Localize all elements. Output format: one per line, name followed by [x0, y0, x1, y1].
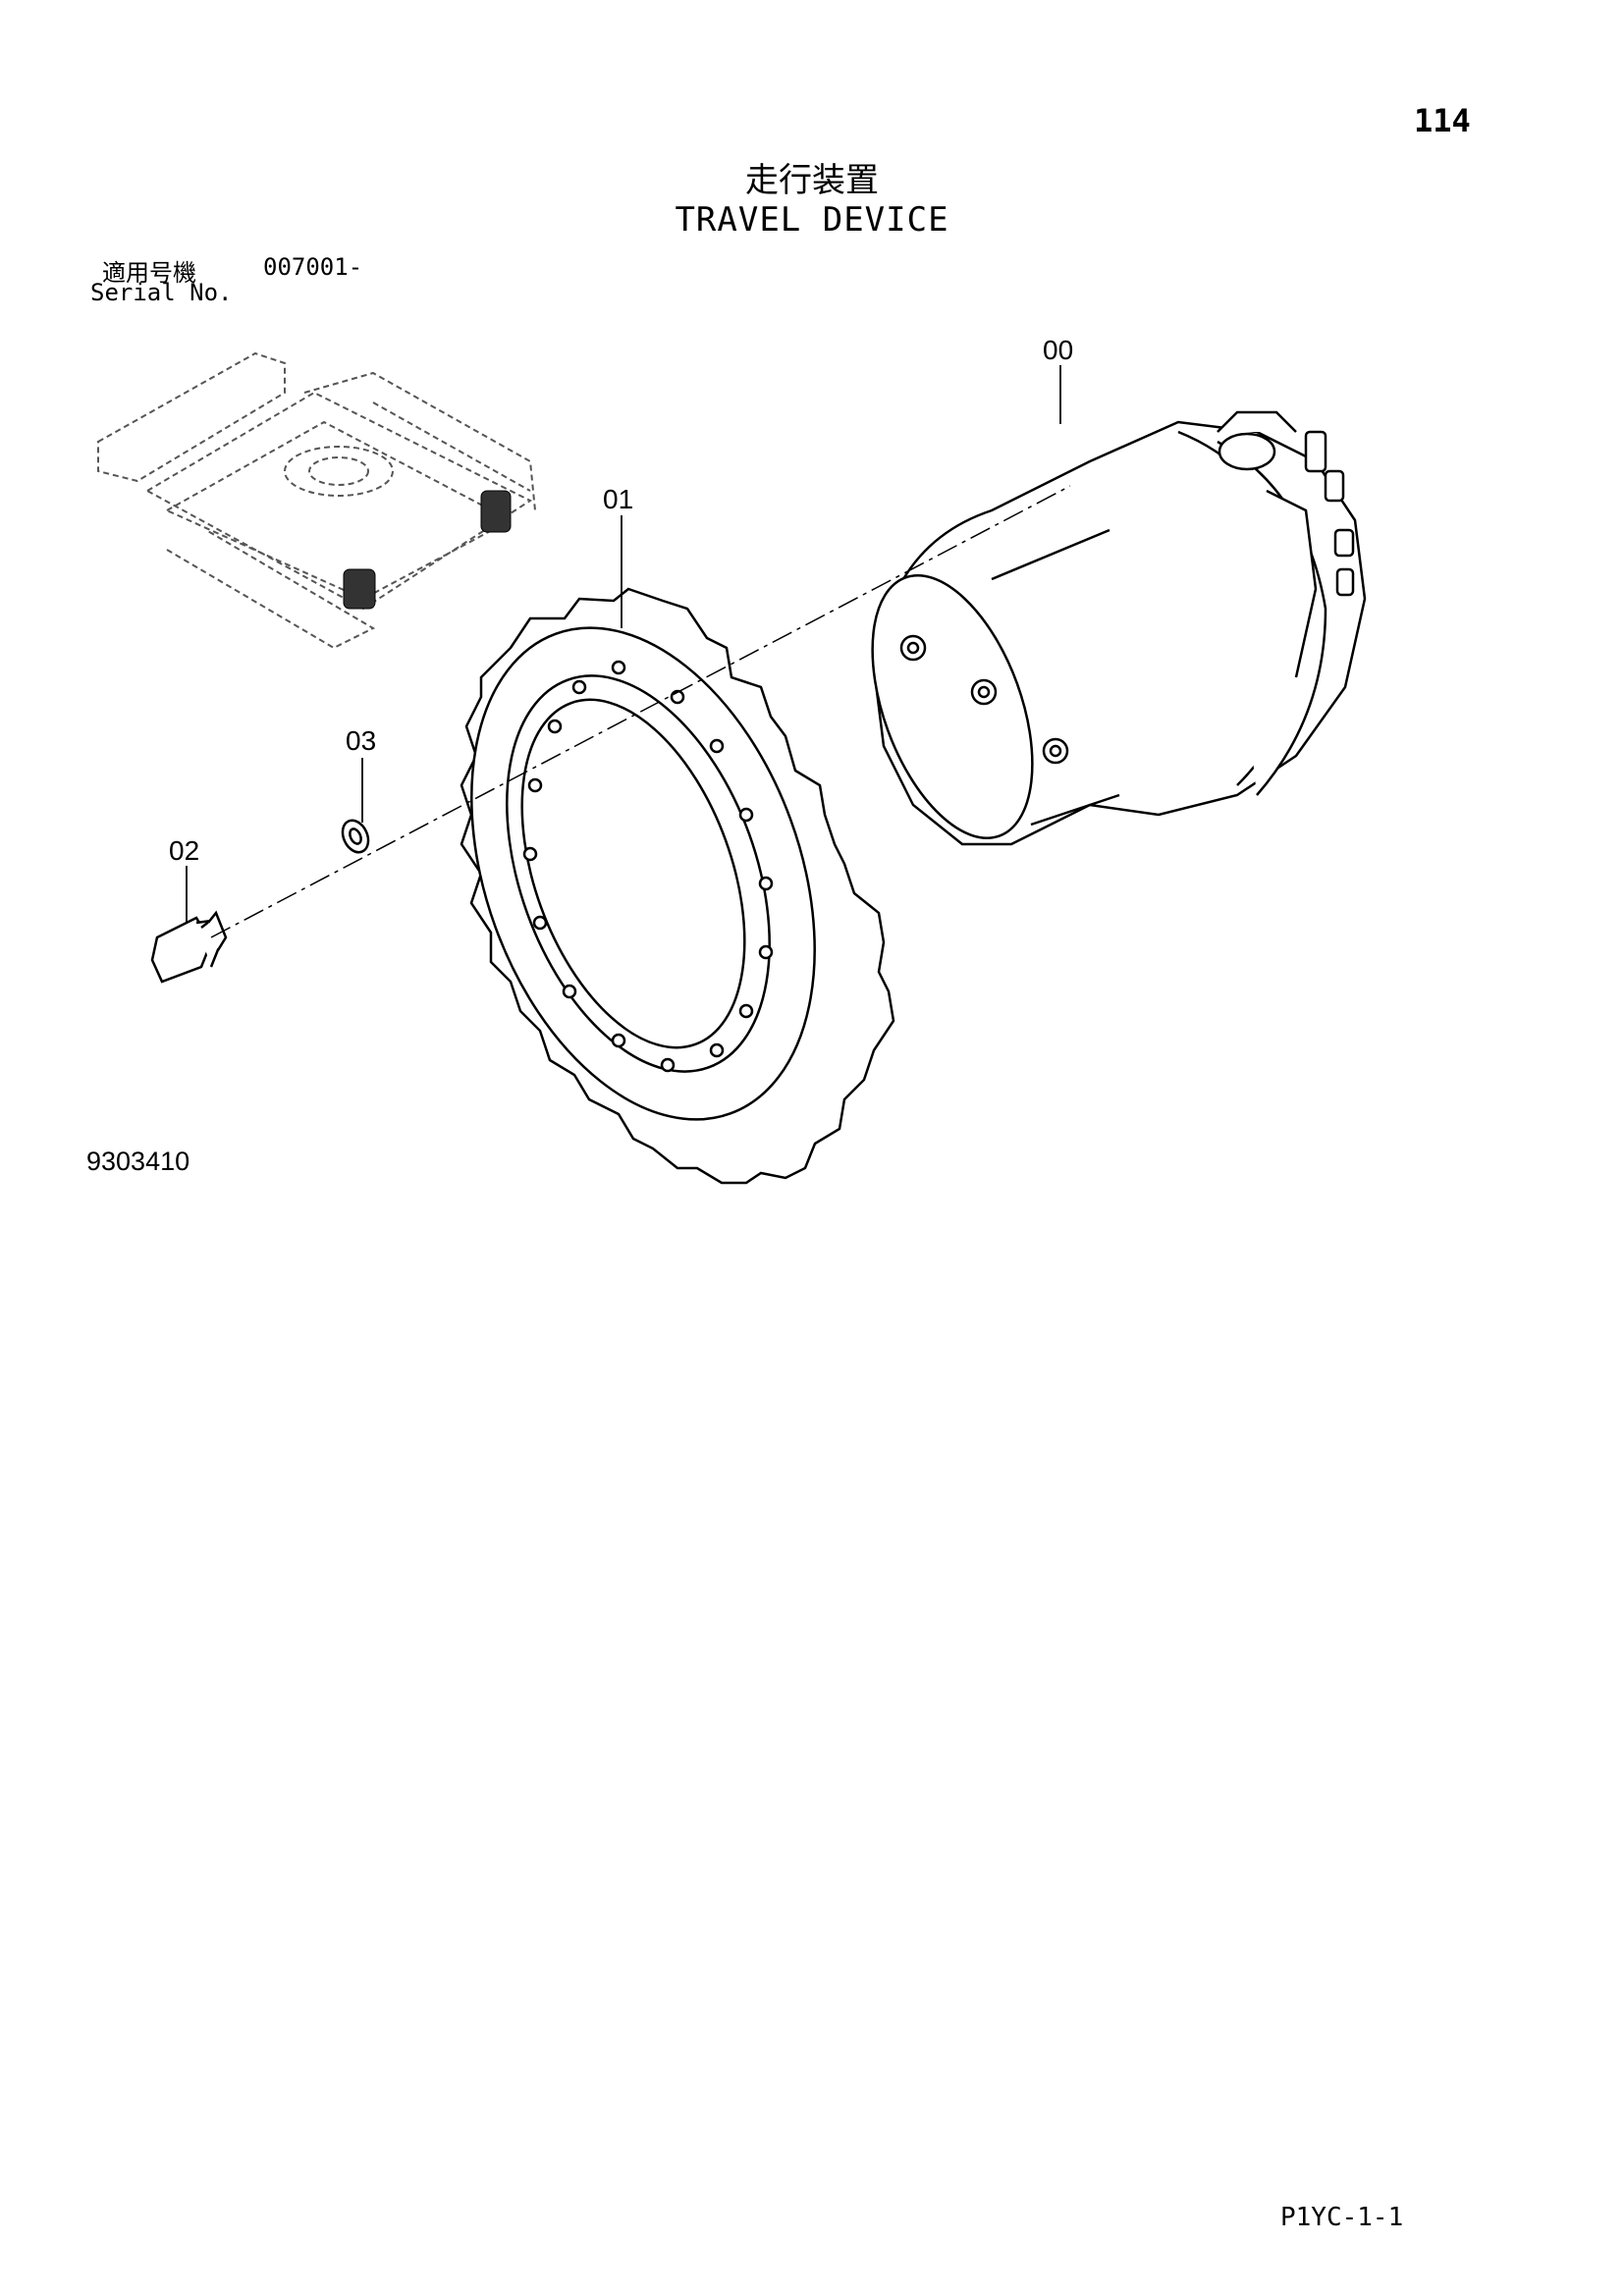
- assembly-center-line: [210, 485, 1071, 938]
- serial-number-range: 007001-: [263, 253, 363, 281]
- drawing-number: 9303410: [86, 1147, 190, 1176]
- sprocket: [460, 587, 895, 1185]
- page-title-english: TRAVEL DEVICE: [675, 200, 949, 240]
- footer-code: P1YC-1-1: [1280, 2203, 1404, 2232]
- bolt: [150, 910, 228, 984]
- page-number: 114: [1414, 102, 1471, 139]
- washer: [341, 819, 370, 854]
- callout-00: 00: [1043, 335, 1073, 365]
- callout-03: 03: [346, 725, 376, 756]
- serial-label-english: Serial No.: [90, 279, 233, 306]
- undercarriage-sprocket-highlight: [343, 490, 512, 610]
- travel-motor: [871, 410, 1367, 846]
- undercarriage-key-view: [97, 351, 536, 650]
- callout-01: 01: [603, 484, 633, 514]
- serial-label-japanese: 適用号機: [102, 259, 196, 287]
- callout-02: 02: [169, 835, 199, 866]
- page-title-japanese: 走行装置: [745, 161, 879, 200]
- leader-lines: [186, 365, 1061, 923]
